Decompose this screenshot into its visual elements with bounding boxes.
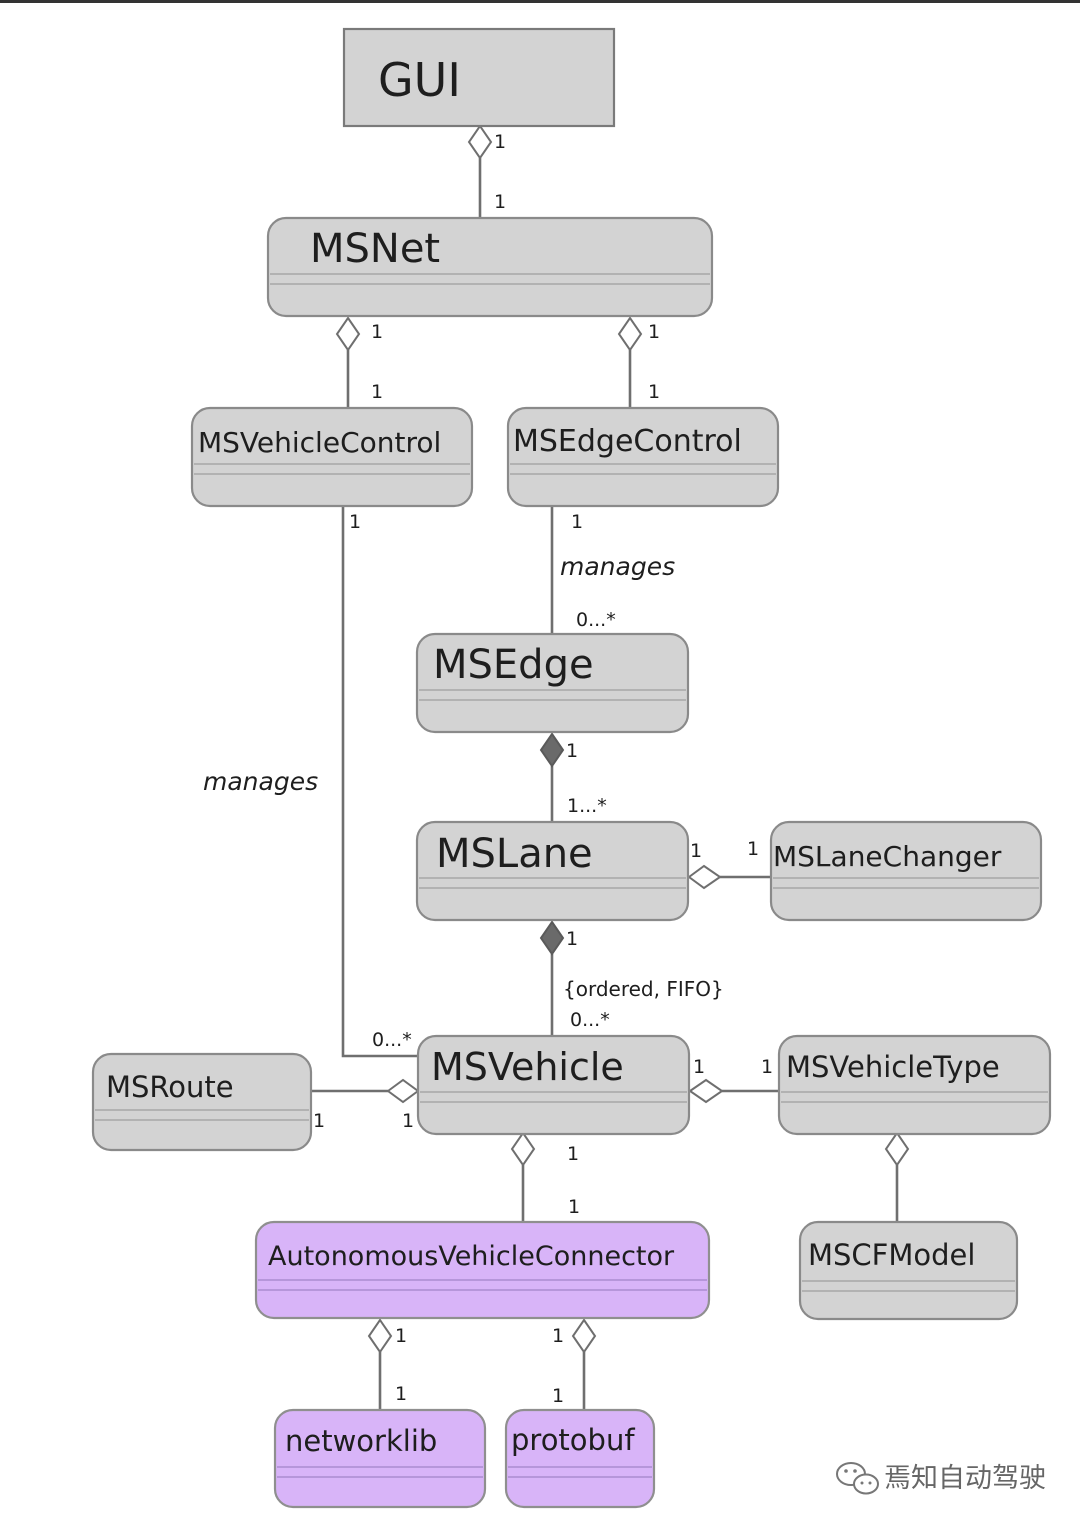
multiplicity-label: 1 — [571, 511, 583, 533]
multiplicity-label: 1 — [747, 838, 759, 860]
class-msvehicletype: MSVehicleType — [777, 1034, 1052, 1136]
class-name: GUI — [378, 53, 461, 107]
multiplicity-label: 1 — [567, 1143, 579, 1165]
aggregation-diamond-gui — [467, 124, 493, 160]
multiplicity-label: 1 — [371, 321, 383, 343]
watermark: 焉知自动驾驶 — [836, 1462, 1046, 1495]
aggregation-diamond-msnet-left — [335, 316, 361, 352]
wechat-icon — [836, 1462, 879, 1495]
multiplicity-label: 1 — [693, 1056, 705, 1078]
class-mslane: MSLane — [415, 820, 690, 922]
aggregation-diamond-avc-left — [367, 1318, 393, 1354]
class-name: MSNet — [310, 226, 440, 272]
class-networklib: networklib — [273, 1408, 487, 1509]
association-label-edgecontrol: manages — [560, 552, 675, 581]
multiplicity-label: 1 — [568, 1196, 580, 1218]
class-gui: GUI — [342, 27, 616, 128]
constraint-label-lane-vehicle: {ordered, FIFO} — [563, 977, 724, 1001]
multiplicity-label: 0...* — [570, 1009, 610, 1031]
multiplicity-label: 1 — [566, 928, 578, 950]
aggregation-diamond-vehicle-bottom — [510, 1131, 536, 1167]
multiplicity-label: 1 — [395, 1383, 407, 1405]
composition-diamond-mslane — [539, 920, 565, 956]
aggregation-markers — [335, 124, 910, 1354]
multiplicity-label: 0...* — [372, 1029, 412, 1051]
class-msnet: MSNet — [266, 216, 714, 318]
class-protobuf: protobuf — [504, 1408, 656, 1509]
class-mslanechanger: MSLaneChanger — [769, 820, 1043, 922]
aggregation-diamond-vehicletype — [884, 1131, 910, 1167]
class-mscfmodel: MSCFModel — [798, 1220, 1019, 1321]
class-autonomousvehicleconnector: AutonomousVehicleConnector — [254, 1220, 711, 1320]
class-msedge: MSEdge — [415, 632, 690, 734]
class-name: MSLane — [436, 831, 593, 877]
composition-diamond-msedge — [539, 732, 565, 768]
multiplicity-label: 1 — [349, 511, 361, 533]
multiplicity-label: 1 — [552, 1385, 564, 1407]
aggregation-diamond-vehicle-left — [386, 1078, 420, 1104]
multiplicity-label: 1 — [566, 740, 578, 762]
multiplicity-label: 1 — [371, 381, 383, 403]
class-name: MSEdge — [433, 642, 594, 688]
class-name: MSEdgeControl — [513, 424, 742, 459]
class-name: protobuf — [511, 1423, 635, 1457]
class-name: MSRoute — [106, 1070, 234, 1104]
multiplicity-labels: 1 1 1 1 1 1 1 0...* 1 0...* 1 1...* 1 1 … — [313, 131, 773, 1407]
class-msroute: MSRoute — [91, 1052, 313, 1152]
multiplicity-label: 1 — [648, 321, 660, 343]
multiplicity-label: 0...* — [576, 609, 616, 631]
class-msedgecontrol: MSEdgeControl — [506, 406, 780, 508]
multiplicity-label: 1 — [494, 131, 506, 153]
class-name: MSVehicleControl — [198, 426, 441, 459]
multiplicity-label: 1 — [494, 191, 506, 213]
class-msvehicle: MSVehicle — [416, 1034, 691, 1136]
multiplicity-label: 1 — [690, 840, 702, 862]
class-msvehiclecontrol: MSVehicleControl — [190, 406, 474, 508]
connectors — [311, 158, 899, 1410]
watermark-text: 焉知自动驾驶 — [884, 1463, 1046, 1494]
class-name: MSLaneChanger — [773, 840, 1002, 873]
class-name: networklib — [285, 1424, 437, 1458]
multiplicity-label: 1 — [313, 1110, 325, 1132]
multiplicity-label: 1 — [402, 1110, 414, 1132]
association-label-vehiclecontrol: manages — [203, 767, 318, 796]
class-name: MSVehicleType — [786, 1050, 1000, 1084]
aggregation-diamond-avc-right — [571, 1318, 597, 1354]
multiplicity-label: 1 — [395, 1325, 407, 1347]
class-name: MSVehicle — [431, 1045, 624, 1089]
class-name: MSCFModel — [808, 1238, 975, 1272]
multiplicity-label: 1 — [552, 1325, 564, 1347]
multiplicity-label: 1...* — [567, 795, 607, 817]
aggregation-diamond-msnet-right — [617, 316, 643, 352]
multiplicity-label: 1 — [648, 381, 660, 403]
class-name: AutonomousVehicleConnector — [268, 1241, 675, 1272]
multiplicity-label: 1 — [761, 1056, 773, 1078]
aggregation-diamond-mslane — [687, 864, 722, 890]
aggregation-diamond-vehicle-right — [688, 1078, 724, 1104]
edge-vehiclecontrol-vehicle — [341, 506, 418, 1058]
